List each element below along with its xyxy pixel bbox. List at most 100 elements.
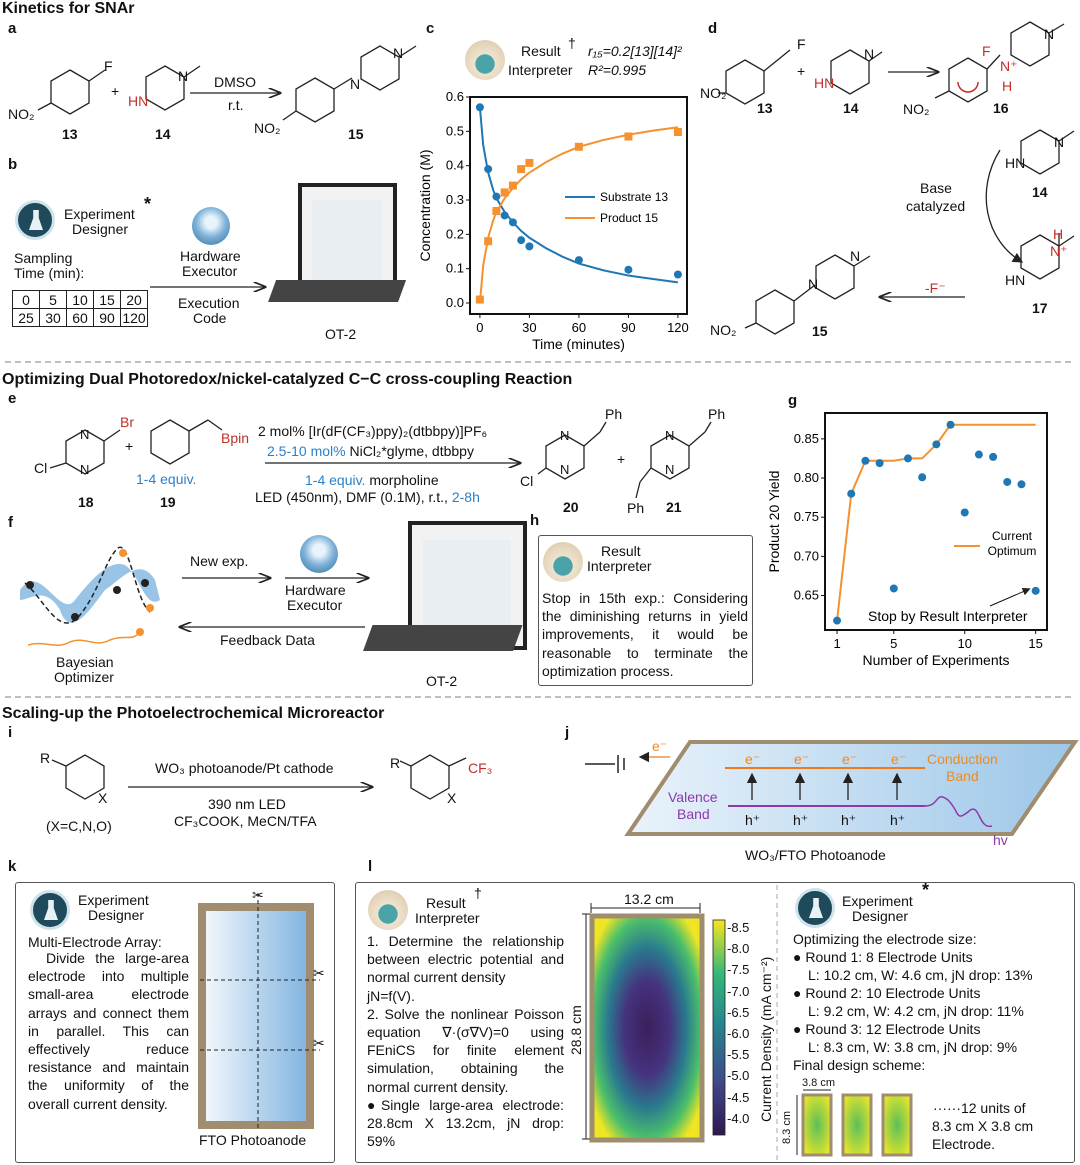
compound-15: 15 — [812, 323, 828, 339]
hole-label: h⁺ — [841, 812, 857, 828]
plus-sign: + — [617, 451, 626, 467]
dagger-mark: † — [474, 885, 482, 901]
data-point-substrate — [475, 103, 484, 112]
electron-label: e⁻ — [794, 751, 810, 767]
atom-N: N — [178, 68, 189, 84]
atom-F: F — [982, 43, 991, 59]
group-NO2: NO₂ — [254, 120, 281, 136]
group-NO2: NO₂ — [710, 322, 737, 338]
data-point-product — [574, 142, 583, 151]
substrate-scope: (X=C,N,O) — [46, 818, 112, 834]
round-1-detail: L: 10.2 cm, W: 4.6 cm, jN drop: 13% — [808, 967, 1033, 983]
y-tick-label: 0.70 — [794, 548, 819, 563]
y-axis-label: Concentration (M) — [417, 149, 433, 261]
atom-N: N — [560, 462, 570, 477]
valence-band-label: Band — [677, 806, 710, 822]
width-label: 13.2 cm — [624, 891, 674, 907]
atom-N: N — [1044, 26, 1055, 42]
condition-base: 1-4 equiv. morpholine — [305, 472, 439, 488]
plot-frame — [824, 412, 1048, 631]
hardware-label: Hardware — [285, 582, 346, 598]
panel-label-l: l — [368, 858, 373, 875]
legend-label: Current — [992, 529, 1033, 543]
atom-F: F — [797, 36, 806, 52]
hole-label: h⁺ — [793, 812, 809, 828]
designer-label: Designer — [852, 908, 909, 924]
single-electrode-result: ●Single large-area electrode: 28.8cm X 1… — [367, 1096, 564, 1150]
y-axis-label: Product 20 Yield — [766, 471, 782, 573]
current-optimum-line — [836, 423, 1036, 621]
base-equiv: 1-4 equiv. — [305, 472, 366, 488]
experiment-point — [989, 452, 998, 461]
round-3-title: ● Round 3: 12 Electrode Units — [793, 1021, 981, 1037]
group-Ph: Ph — [627, 500, 645, 516]
array-description: Divide the large-area electrode into mul… — [28, 950, 189, 1112]
group-Bpin: Bpin — [221, 430, 250, 446]
group-Ph: Ph — [708, 406, 726, 422]
atom-N: N — [1054, 134, 1065, 150]
electron-label: e⁻ — [652, 738, 668, 754]
fit-line-substrate-13 — [478, 107, 679, 284]
fluoride-leaving: -F⁻ — [925, 280, 946, 296]
simulation-steps: 1. Determine the relationship between el… — [367, 932, 564, 1150]
atom-N: N — [350, 76, 361, 92]
plus-sign: + — [125, 438, 134, 454]
x-axis-label: Time (minutes) — [532, 336, 625, 352]
group-Ph: Ph — [605, 406, 623, 422]
plus-sign: + — [111, 83, 120, 99]
data-point-product — [508, 181, 517, 190]
experiment-point — [1003, 477, 1012, 486]
execution-code-label: Code — [193, 310, 227, 326]
experiment-point — [1031, 586, 1040, 595]
legend-label: Optimum — [988, 544, 1037, 558]
panel-label-g: g — [788, 392, 798, 409]
conduction-band-label: Band — [946, 768, 979, 784]
electrode-caption: FTO Photoanode — [199, 1132, 307, 1148]
atom-Cl: Cl — [34, 460, 48, 476]
result-interpreter-box: Result Interpreter Stop in 15th exp.: Co… — [538, 535, 753, 686]
hardware-executor-icon — [300, 535, 338, 573]
execution-code-label: Execution — [178, 295, 240, 311]
atom-N-plus: N⁺ — [1000, 58, 1018, 74]
unit-width-label: 3.8 cm — [802, 1077, 836, 1089]
data-point-substrate — [574, 256, 583, 265]
electron-label: e⁻ — [745, 751, 761, 767]
panel-label-i: i — [8, 724, 13, 741]
photoanode-caption: WO₃/FTO Photoanode — [745, 847, 886, 863]
colorbar-tick-label: -8.5 — [727, 920, 750, 935]
atom-N: N — [864, 46, 875, 62]
optimizer-label: Optimizer — [54, 669, 114, 685]
atom-N-plus: N⁺ — [1050, 243, 1068, 259]
experiment-point — [918, 473, 927, 482]
colorbar-tick-label: -6.0 — [727, 1026, 750, 1041]
experiment-point — [974, 450, 983, 459]
final-note: 8.3 cm X 3.8 cm — [932, 1118, 1034, 1134]
panel-label-j: j — [565, 724, 570, 741]
compound-19: 19 — [160, 494, 176, 510]
experiment-designer-box-k: Experiment Designer Multi-Electrode Arra… — [15, 882, 335, 1163]
interpreter-label: Result — [521, 43, 561, 59]
group-NO2: NO₂ — [903, 101, 930, 117]
y-tick-label: 0.0 — [446, 295, 464, 310]
group-R: R — [390, 755, 401, 771]
r-squared: R²=0.995 — [588, 62, 646, 78]
data-point-substrate — [508, 218, 517, 227]
round-2-title: ● Round 2: 10 Electrode Units — [793, 985, 981, 1001]
experiment-designer-icon — [795, 888, 835, 928]
data-point-substrate — [492, 192, 501, 201]
experiment-point — [889, 584, 898, 593]
y-tick-label: 0.1 — [446, 261, 464, 276]
compound-13: 13 — [62, 126, 78, 142]
equiv-19: 1-4 equiv. — [136, 471, 197, 487]
colorbar-label: Current Density (mA cm⁻²) — [758, 956, 774, 1122]
section-title-kinetics: Kinetics for SNAr — [2, 0, 135, 17]
atom-N: N — [393, 45, 404, 61]
sampling-label: Time (min): — [14, 265, 85, 281]
atom-N: N — [665, 462, 675, 477]
atom-N: N — [665, 428, 675, 443]
base-label: Base — [920, 180, 952, 196]
x-tick-label: 0 — [476, 320, 483, 335]
interpreter-label: Interpreter — [508, 62, 573, 78]
electron-label: e⁻ — [891, 751, 907, 767]
